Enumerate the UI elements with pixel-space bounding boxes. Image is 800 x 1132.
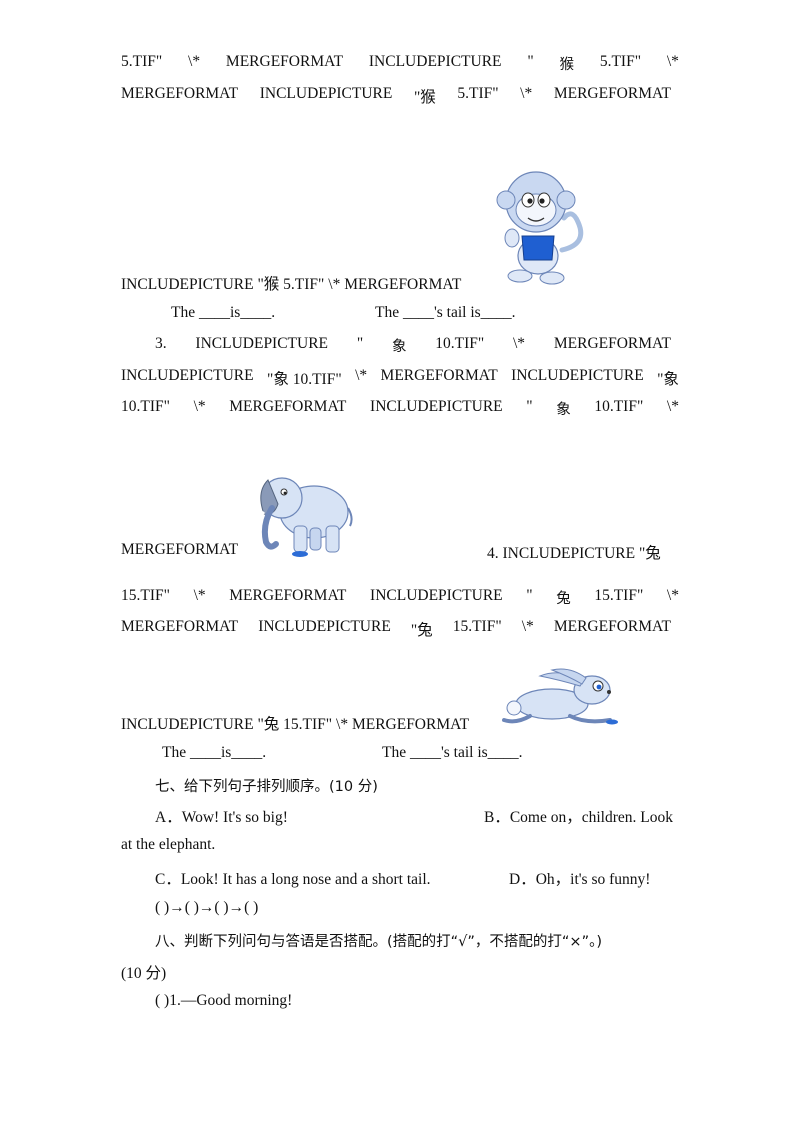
q4-answer-left: The ____is____. (162, 744, 267, 761)
token: MERGEFORMAT (229, 398, 347, 415)
token: INCLUDEPICTURE (370, 398, 503, 415)
q2-line2: MERGEFORMAT INCLUDEPICTURE "猴 5.TIF" \* … (121, 85, 671, 107)
token: " (356, 335, 364, 352)
sentence-b: B．Come on，children. Look (484, 809, 673, 826)
token: INCLUDEPICTURE (195, 335, 329, 352)
token: \* (188, 53, 201, 70)
token: "象 (657, 371, 679, 388)
q3-line4-left: MERGEFORMAT (121, 541, 239, 558)
token: INCLUDEPICTURE (259, 85, 393, 102)
token: 15.TIF" (121, 587, 170, 604)
token: 象 (391, 339, 407, 355)
token: \* (193, 587, 206, 604)
token: \* (521, 618, 534, 635)
q4-line2: MERGEFORMAT INCLUDEPICTURE "兔 15.TIF" \*… (121, 618, 671, 640)
token: MERGEFORMAT (553, 335, 671, 352)
question-number: 3. (155, 335, 167, 352)
token: "猴 (413, 89, 436, 106)
token: 15.TIF" (452, 618, 502, 635)
token: MERGEFORMAT (553, 85, 671, 102)
token: INCLUDEPICTURE (370, 587, 503, 604)
token: \* (520, 85, 533, 102)
q4-line0: 4. INCLUDEPICTURE "兔 (487, 545, 661, 562)
sentence-b-cont: at the elephant. (121, 836, 216, 853)
q2-answer-left: The ____is____. (171, 304, 276, 321)
token: MERGEFORMAT (380, 367, 498, 384)
section8-points: (10 分) (121, 965, 167, 982)
token: 5.TIF" (599, 53, 642, 70)
token: INCLUDEPICTURE (258, 618, 391, 635)
token: MERGEFORMAT (225, 53, 344, 70)
sentence-c: C．Look! It has a long nose and a short t… (155, 871, 431, 888)
token: 10.TIF" (594, 398, 644, 415)
token: 10.TIF" (435, 335, 485, 352)
section7-heading: 七、给下列句子排列顺序。(10 分) (155, 779, 378, 795)
q4-line3: INCLUDEPICTURE "兔 15.TIF" \* MERGEFORMAT (121, 716, 470, 733)
monkey-picture (492, 164, 584, 288)
token: 10.TIF" (121, 398, 170, 415)
token: MERGEFORMAT (553, 618, 671, 635)
token: 5.TIF" (457, 85, 499, 102)
token: " (526, 398, 533, 415)
sentence-d: D．Oh，it's so funny! (509, 871, 651, 888)
section8-item1: ( )1.—Good morning! (155, 992, 293, 1009)
order-blanks: ( )→( )→( )→( ) (155, 899, 259, 916)
sentence-a: A．Wow! It's so big! (155, 809, 288, 826)
token: " (527, 53, 534, 70)
q2-answer-right: The ____'s tail is____. (375, 304, 516, 321)
token: INCLUDEPICTURE (511, 367, 644, 384)
token: \* (513, 335, 526, 352)
section8-heading: 八、判断下列问句与答语是否搭配。(搭配的打“√”，不搭配的打“×”。) (155, 934, 602, 950)
token: 兔 (556, 591, 571, 607)
token: INCLUDEPICTURE (121, 367, 254, 384)
q4-line1: 15.TIF" \* MERGEFORMAT INCLUDEPICTURE " … (121, 587, 679, 608)
token: "象 10.TIF" (267, 371, 342, 388)
q3-line2: INCLUDEPICTURE "象 10.TIF" \* MERGEFORMAT… (121, 367, 679, 389)
elephant-picture (252, 468, 354, 558)
q4-answer-right: The ____'s tail is____. (382, 744, 523, 761)
q2-line3: INCLUDEPICTURE "猴 5.TIF" \* MERGEFORMAT (121, 276, 462, 293)
token: MERGEFORMAT (121, 618, 239, 635)
token: 猴 (559, 57, 574, 73)
token: MERGEFORMAT (121, 85, 239, 102)
token: 15.TIF" (594, 587, 644, 604)
token: 象 (556, 402, 571, 418)
token: INCLUDEPICTURE (368, 53, 502, 70)
token: \* (666, 53, 679, 70)
token: \* (666, 398, 679, 415)
token: \* (666, 587, 679, 604)
rabbit-picture (500, 668, 620, 726)
token: " (526, 587, 533, 604)
token: \* (193, 398, 206, 415)
q3-line3: 10.TIF" \* MERGEFORMAT INCLUDEPICTURE " … (121, 398, 679, 419)
token: \* (355, 367, 368, 384)
token: 5.TIF" (121, 53, 163, 70)
token: "兔 (410, 622, 433, 639)
q3-line1: 3. INCLUDEPICTURE " 象 10.TIF" \* MERGEFO… (155, 335, 671, 356)
token: MERGEFORMAT (229, 587, 347, 604)
q2-line1: 5.TIF" \* MERGEFORMAT INCLUDEPICTURE " 猴… (121, 53, 679, 74)
